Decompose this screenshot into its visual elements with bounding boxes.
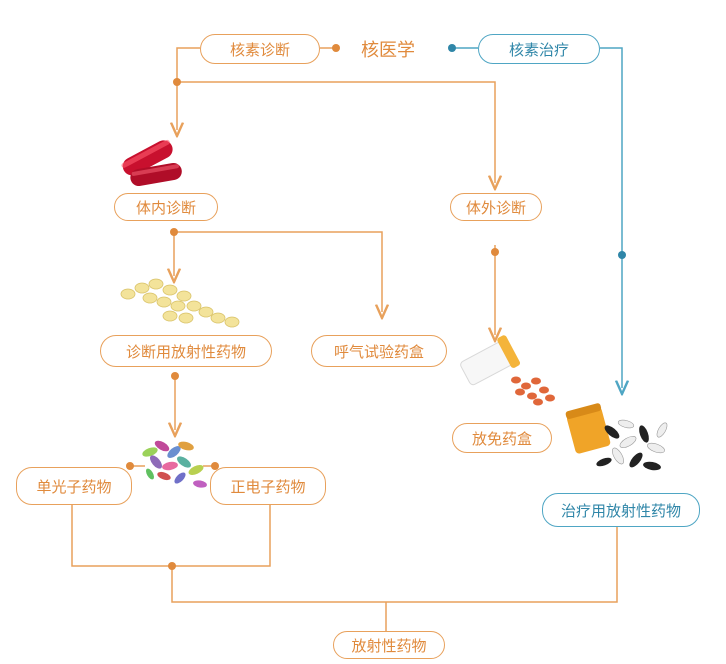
junction-dots <box>126 44 626 570</box>
node-single-photon-drugs: 单光子药物 <box>16 467 132 505</box>
therapy-connector <box>452 47 622 388</box>
therapy-bottle-image <box>565 403 668 471</box>
node-radiopharmaceuticals: 放射性药物 <box>333 631 445 659</box>
node-in-vitro-diagnosis: 体外诊断 <box>450 193 542 221</box>
node-breath-test-kit: 呼气试验药盒 <box>311 335 447 367</box>
connector-lines <box>71 47 618 631</box>
node-nuclide-diagnosis: 核素诊断 <box>200 34 320 64</box>
node-therapeutic-radiopharmaceuticals: 治疗用放射性药物 <box>542 493 700 527</box>
yellow-tablets-image <box>120 278 240 328</box>
mixed-pills-image <box>142 440 207 488</box>
capsule-image <box>121 139 182 187</box>
node-in-vivo-diagnosis: 体内诊断 <box>114 193 218 221</box>
node-positron-drugs: 正电子药物 <box>210 467 326 505</box>
node-immunoassay-kit: 放免药盒 <box>452 423 552 453</box>
center-title: 核医学 <box>361 40 415 61</box>
node-nuclide-therapy: 核素治疗 <box>478 34 600 64</box>
pill-bottle-image <box>460 335 555 406</box>
node-diagnostic-radiopharmaceuticals: 诊断用放射性药物 <box>100 335 272 367</box>
